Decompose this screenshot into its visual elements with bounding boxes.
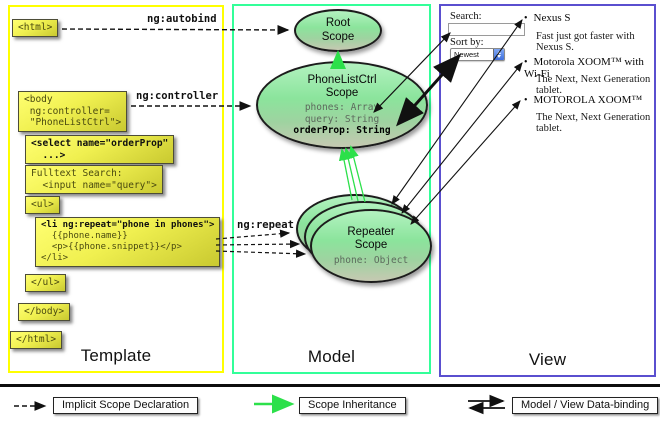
code-body-close: </body> — [18, 303, 71, 321]
code-html-open: <html> — [12, 19, 59, 37]
legend-scope-inheritance: Scope Inheritance — [299, 397, 406, 414]
search-input[interactable] — [448, 23, 525, 36]
sort-select-value: Newest — [454, 50, 480, 59]
phone-item-title-text: Motorola XOOM™ with Wi-Fi — [524, 56, 644, 80]
bullet-icon: • — [524, 57, 528, 68]
root-scope-ellipse: Root Scope — [294, 9, 382, 52]
phone-item-desc: The Next, Next Generation tablet. — [536, 112, 651, 134]
phonelistctrl-scope-orderprop: orderProp: String — [293, 124, 391, 136]
phone-item-title: • MOTOROLA XOOM™ — [524, 94, 642, 106]
phone-item-title-text: MOTOROLA XOOM™ — [533, 94, 643, 106]
ng-autobind-label: ng:autobind — [147, 13, 217, 25]
bullet-icon: • — [524, 13, 528, 24]
bullet-icon: • — [524, 95, 528, 106]
model-panel-title: Model — [307, 347, 356, 366]
code-body-open: <body ng:controller= "PhoneListCtrl"> — [18, 91, 128, 132]
repeater-scope-title: Repeater Scope — [347, 226, 395, 252]
template-panel-title: Template — [80, 346, 152, 365]
select-stepper-icon — [493, 49, 504, 60]
code-li-repeat-line1: <li ng:repeat="phone in phones"> — [41, 220, 215, 230]
phonelistctrl-scope-title: PhoneListCtrl Scope — [307, 73, 377, 99]
model-panel: Model — [232, 4, 431, 374]
code-li-repeat-rest: {{phone.name}} <p>{{phone.snippet}}</p> … — [41, 230, 182, 263]
phone-item-title: • Nexus S — [524, 12, 571, 24]
code-fulltext-search: Fulltext Search: <input name="query"> — [25, 165, 163, 195]
sort-by-label: Sort by: — [450, 37, 484, 48]
code-ul-close: </ul> — [25, 274, 66, 292]
code-select: <select name="orderProp" ...> — [25, 135, 175, 165]
legend-implicit-scope-declaration: Implicit Scope Declaration — [53, 397, 199, 414]
ng-controller-label: ng:controller — [136, 90, 219, 102]
repeater-scope-ellipse-front: Repeater Scope phone: Object — [310, 209, 432, 283]
repeater-scope-prop: phone: Object — [333, 254, 409, 266]
phonelistctrl-scope-ellipse: PhoneListCtrl Scope phones: Array query:… — [256, 61, 428, 149]
code-ul-open: <ul> — [25, 196, 60, 214]
phonelistctrl-scope-props: phones: Array query: String — [304, 102, 380, 125]
search-label: Search: — [450, 11, 482, 22]
view-panel-title: View — [528, 350, 567, 369]
code-li-repeat: <li ng:repeat="phone in phones"> {{phone… — [35, 217, 221, 267]
phone-item-title: •Motorola XOOM™ with Wi-Fi — [524, 56, 660, 80]
legend-separator-line — [0, 384, 660, 387]
code-html-close: </html> — [10, 331, 63, 349]
sort-select[interactable]: Newest — [450, 48, 505, 61]
ng-repeat-label: ng:repeat — [237, 219, 294, 231]
root-scope-title: Root Scope — [321, 17, 355, 43]
phone-item-desc: Fast just got faster with Nexus S. — [536, 31, 635, 53]
phone-item-desc: The Next, Next Generation tablet. — [536, 74, 651, 96]
phone-item-title-text: Nexus S — [533, 12, 571, 24]
legend-model-view-data-binding: Model / View Data-binding — [512, 397, 659, 414]
